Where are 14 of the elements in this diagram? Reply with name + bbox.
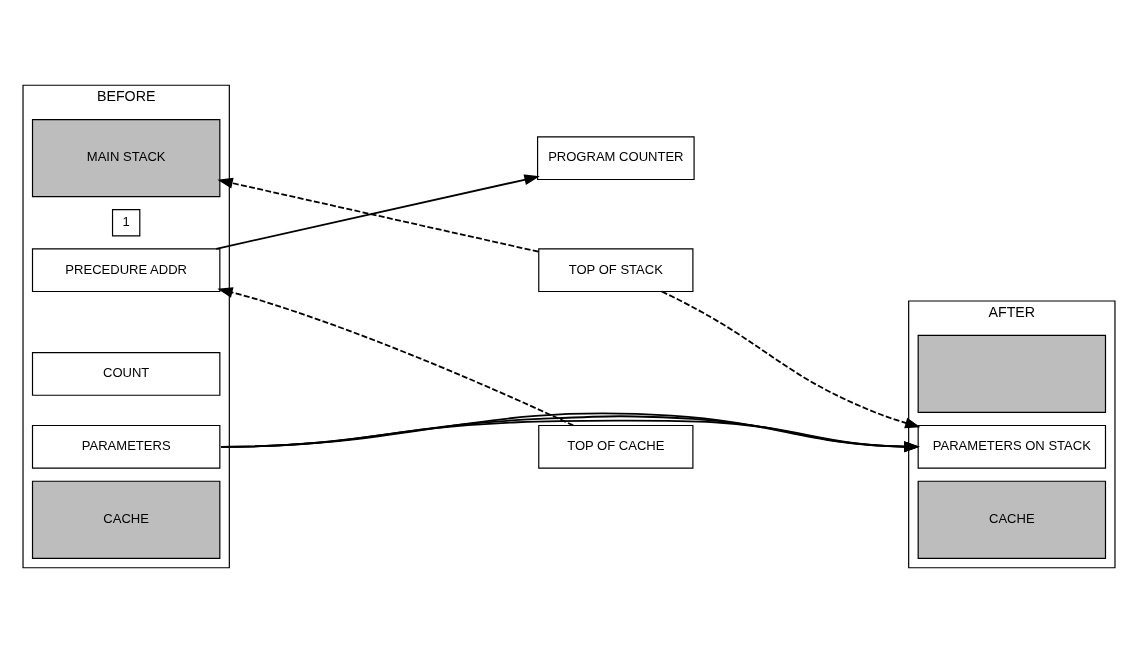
node-box: TOP OF CACHE [538, 424, 694, 469]
node-box: PARAMETERS [31, 424, 221, 469]
arrow [217, 286, 575, 426]
node-box: MAIN STACK [31, 118, 221, 197]
node-box: PRECEDURE ADDR [31, 247, 221, 292]
arrow [660, 290, 921, 428]
node-box: PARAMETERS ON STACK [917, 424, 1107, 469]
node-box: CACHE [917, 480, 1107, 559]
node-box [917, 334, 1107, 413]
node-box: TOP OF STACK [538, 247, 694, 292]
node-box: CACHE [31, 480, 221, 559]
node-box: PROGRAM COUNTER [537, 135, 695, 180]
node-box: 1 [111, 208, 141, 236]
node-box: COUNT [31, 351, 221, 396]
